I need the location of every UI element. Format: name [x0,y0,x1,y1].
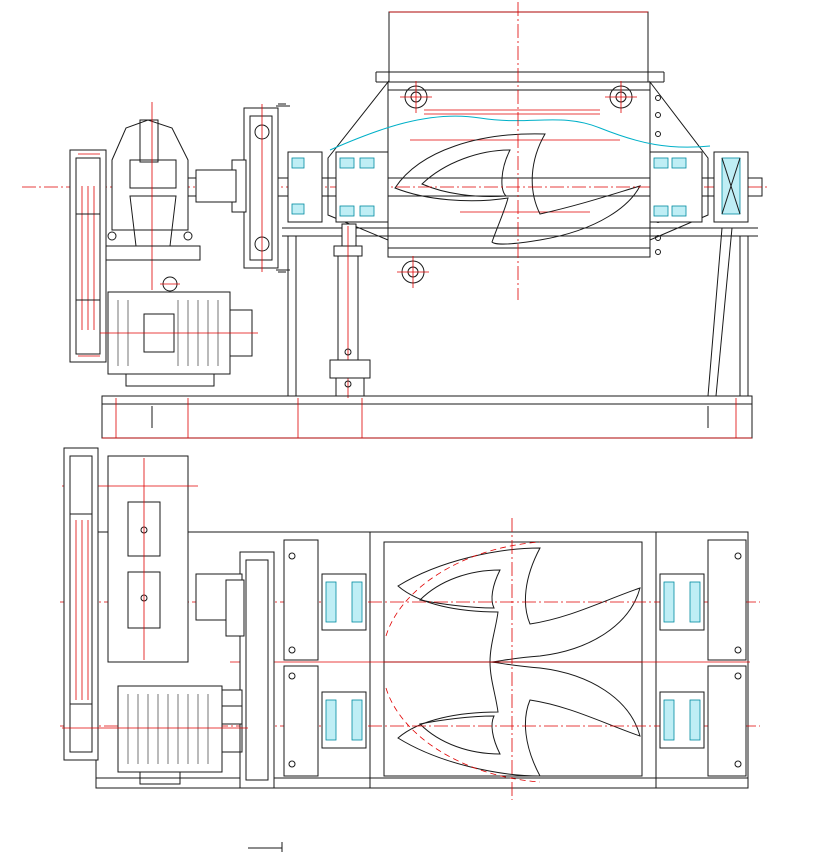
front-elevation-view [22,2,770,439]
inspection-port-left [400,81,432,113]
plan-trough [369,532,657,788]
plan-electric-motor [62,685,248,785]
section-marker [248,105,290,852]
plan-bearings-left [283,539,367,777]
bearing-right [649,151,749,223]
discharge-cylinder [329,223,371,398]
gearbox [103,102,201,290]
inspection-port-right [605,81,637,113]
discharge-port [397,256,429,288]
plan-belt-pulley [63,447,99,761]
feed-hopper [375,11,665,83]
coupling [195,103,286,273]
plan-gearbox [62,455,198,663]
bearing-left [287,151,389,223]
base-frame [101,395,753,439]
plan-bearings-right [659,539,747,777]
belt-pulley [69,149,107,363]
electric-motor [100,276,258,387]
support-frame [282,227,758,397]
plan-view [60,447,760,800]
